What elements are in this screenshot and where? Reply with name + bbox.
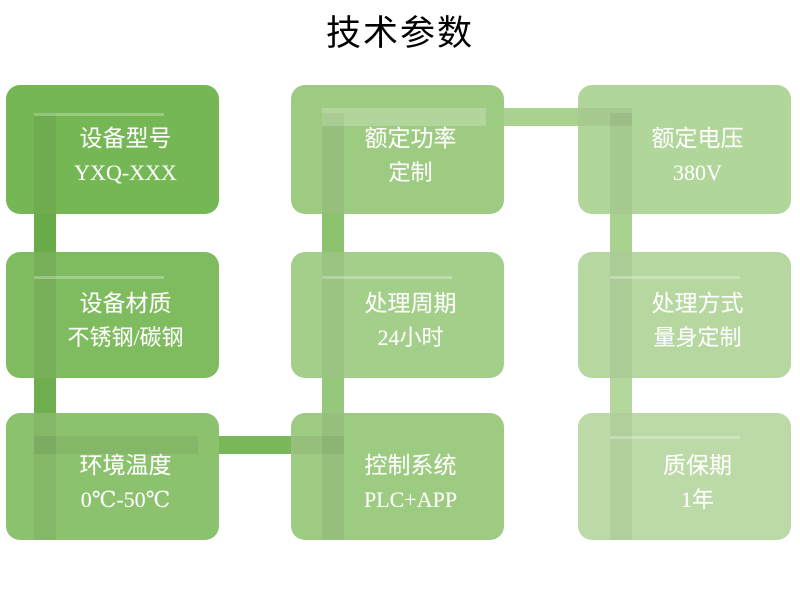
spec-label: 环境温度 [79, 452, 172, 478]
spec-value: 不锈钢/碳钢 [67, 325, 184, 350]
spec-card-text: 额定电压 380V [626, 112, 744, 188]
spec-value: 24小时 [377, 325, 444, 350]
spec-card-text: 控制系统 PLC+APP [338, 439, 457, 515]
spec-value: YXQ-XXX [74, 159, 177, 185]
spec-card-text: 设备材质 不锈钢/碳钢 [41, 277, 183, 353]
spec-card-device-model[interactable]: 设备型号 YXQ-XXX [6, 85, 219, 214]
spec-value: 量身定制 [653, 325, 742, 350]
spec-label: 处理方式 [651, 291, 744, 316]
spec-card-rated-power[interactable]: 额定功率 定制 [291, 85, 504, 214]
spec-value: 0℃-50℃ [80, 486, 171, 512]
connector-voltage-to-method [610, 196, 632, 268]
spec-label: 设备型号 [79, 125, 172, 151]
spec-value: 定制 [388, 159, 433, 185]
spec-card-text: 环境温度 0℃-50℃ [54, 439, 172, 515]
spec-value: PLC+APP [363, 486, 458, 512]
spec-label: 控制系统 [364, 452, 457, 478]
spec-card-text: 处理周期 24小时 [339, 277, 457, 353]
spec-card-rated-voltage[interactable]: 额定电压 380V [578, 85, 791, 214]
spec-card-ambient-temperature[interactable]: 环境温度 0℃-50℃ [6, 413, 219, 540]
spec-label: 质保期 [663, 452, 732, 478]
connector-power-to-cycle [322, 196, 344, 268]
spec-card-text: 额定功率 定制 [339, 112, 457, 188]
spec-label: 设备材质 [79, 291, 172, 316]
page-title: 技术参数 [325, 14, 474, 54]
spec-card-text: 质保期 1年 [637, 439, 732, 515]
spec-value: 380V [673, 159, 722, 185]
spec-card-text: 设备型号 YXQ-XXX [48, 112, 177, 188]
spec-card-text: 处理方式 量身定制 [626, 277, 744, 353]
spec-label: 额定功率 [364, 125, 457, 151]
spec-label: 处理周期 [364, 291, 457, 316]
spec-card-processing-cycle[interactable]: 处理周期 24小时 [291, 252, 504, 378]
spec-card-warranty-period[interactable]: 质保期 1年 [578, 413, 791, 540]
spec-value: 1年 [680, 486, 714, 512]
spec-card-processing-method[interactable]: 处理方式 量身定制 [578, 252, 791, 378]
spec-card-control-system[interactable]: 控制系统 PLC+APP [291, 413, 504, 540]
spec-card-device-material[interactable]: 设备材质 不锈钢/碳钢 [6, 252, 219, 378]
connector-model-to-material [34, 196, 56, 268]
spec-label: 额定电压 [651, 125, 744, 151]
